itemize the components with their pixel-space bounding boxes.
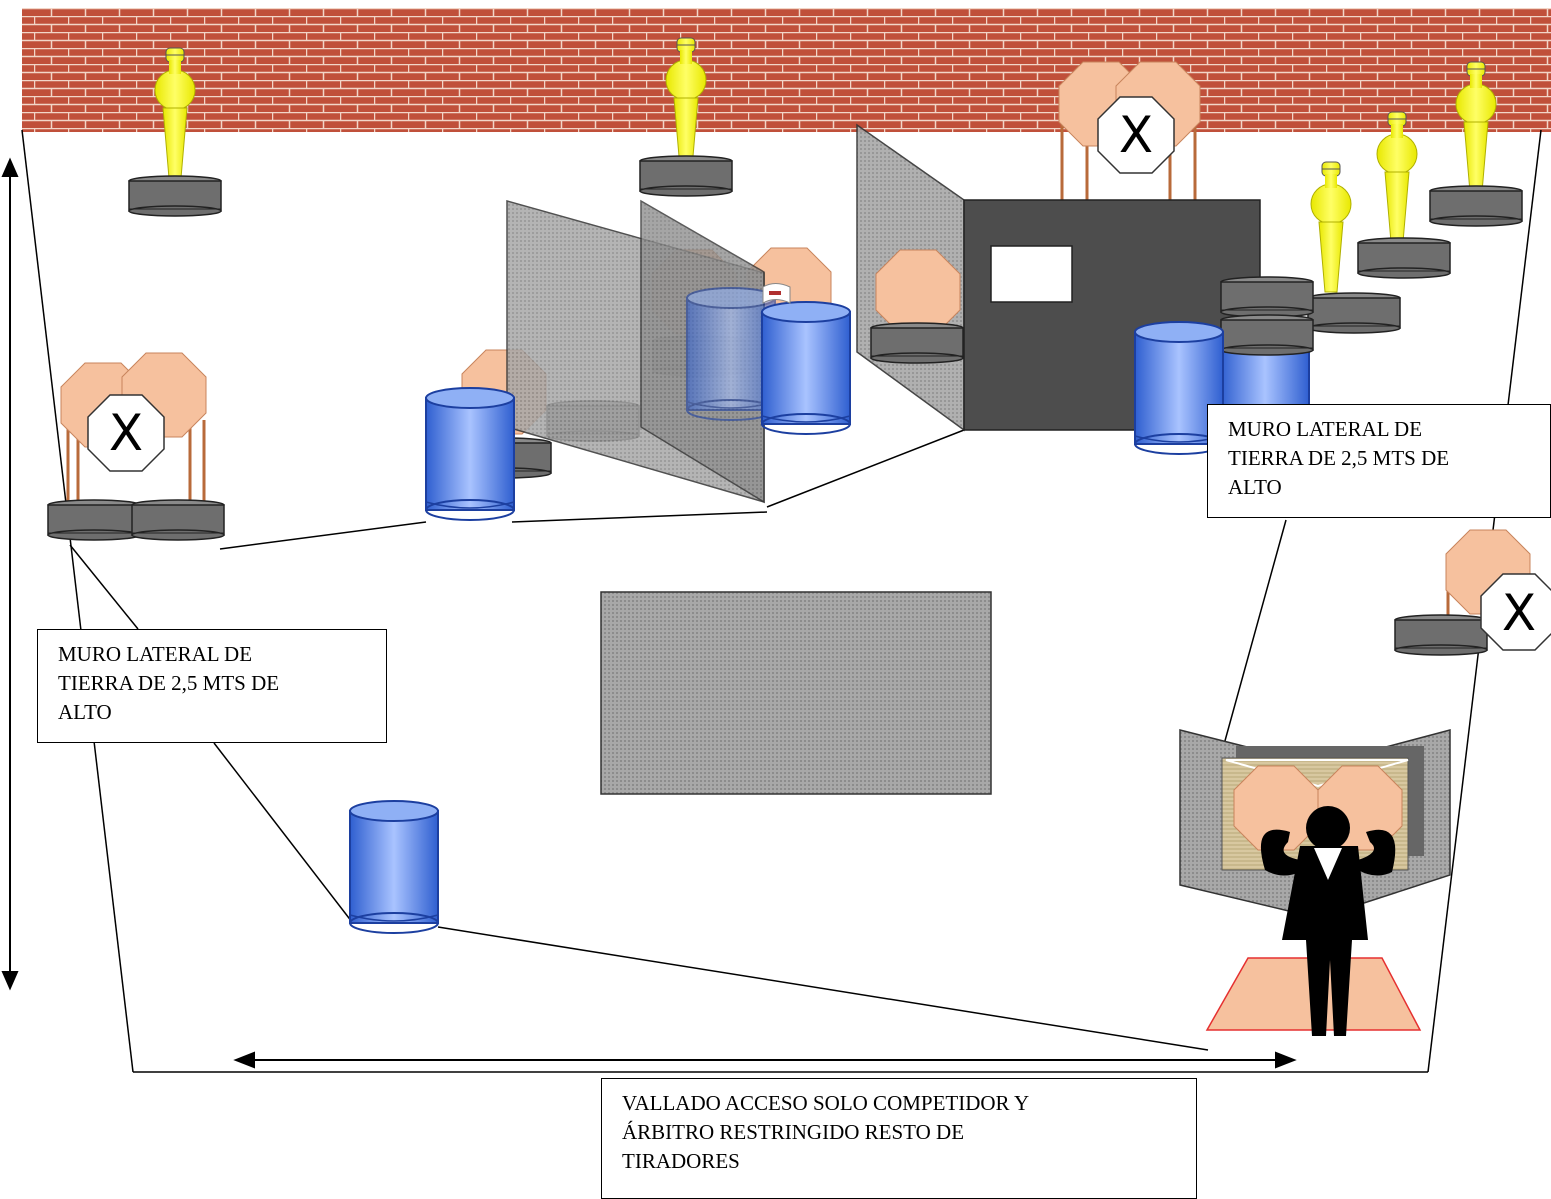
width-arrow (233, 1051, 1297, 1069)
barrel (761, 301, 851, 435)
left-wall-note: MURO LATERAL DE TIERRA DE 2,5 MTS DE ALT… (37, 629, 387, 743)
steel-plate-pair-with-no-shoot (47, 352, 225, 541)
fault-lines (69, 429, 1287, 1051)
center-mesh-panel (600, 591, 992, 795)
no-shoot-mark: X (1502, 584, 1536, 642)
no-shoot-mark: X (1119, 106, 1153, 164)
flag-icon (762, 283, 791, 304)
base-stack (1220, 276, 1314, 356)
no-shoot-mark: X (109, 404, 143, 462)
barrel (349, 800, 439, 934)
depth-arrow (1, 157, 19, 991)
house-window (990, 245, 1073, 303)
steel-plate-with-no-shoot (1394, 529, 1551, 656)
barrel (425, 387, 515, 521)
steel-plate-pair-with-no-shoot (1058, 61, 1201, 200)
fence-access-note: VALLADO ACCESO SOLO COMPETIDOR Y ÁRBITRO… (601, 1078, 1197, 1199)
shooter-figure (1260, 806, 1396, 1036)
right-wall-note: MURO LATERAL DE TIERRA DE 2,5 MTS DE ALT… (1207, 404, 1551, 518)
steel-plate-target (870, 249, 964, 364)
back-brick-wall (22, 8, 1551, 132)
